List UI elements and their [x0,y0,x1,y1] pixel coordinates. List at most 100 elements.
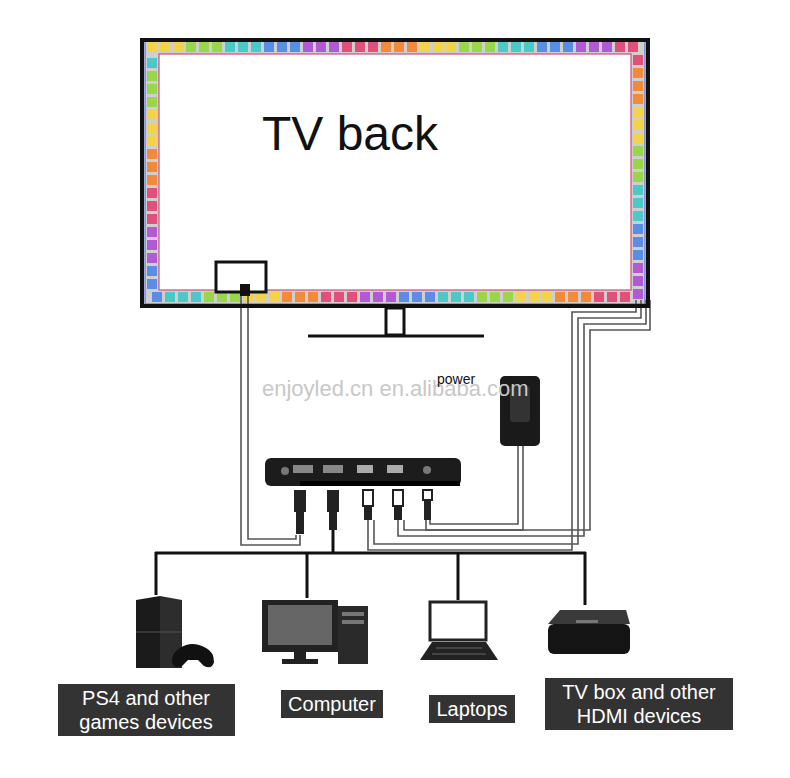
led-chip [563,42,573,52]
led-chip [633,276,643,286]
led-chip [503,292,513,302]
led-chip [173,42,183,52]
tv-stand [308,335,484,338]
led-chip [607,292,617,302]
led-chip [334,292,344,302]
led-chip [542,292,552,302]
port [281,467,289,475]
led-chip [633,211,643,221]
watermark: enjoyled.cn en.alibaba.com [262,376,529,402]
led-chip [308,292,318,302]
led-chip [147,201,157,211]
led-chip [147,253,157,263]
wire [368,300,636,550]
hdmi-sync-box [300,481,460,486]
led-chips [147,42,643,302]
dc-plug [424,500,431,520]
led-chip [355,42,365,52]
led-chip [269,292,279,302]
led-chip [620,292,630,302]
led-chip [373,292,383,302]
led-chip [633,107,643,117]
led-chip [633,198,643,208]
led-chip [147,175,157,185]
led-chip [295,292,305,302]
led-chip [438,292,448,302]
port [387,465,403,473]
hdmi-cable [155,552,586,555]
led-chip [628,42,638,52]
led-chip [602,42,612,52]
led-chip [147,97,157,107]
hdmi-plug [329,512,337,530]
tv-outline: TV back [140,38,650,308]
usb-plug [240,284,250,296]
led-chip [524,42,534,52]
led-chip [212,42,222,52]
hdmi-sync-box [265,458,461,486]
usb-plug [394,506,402,520]
power-label: power [437,371,475,387]
led-chip [633,172,643,182]
led-chip [147,240,157,250]
led-chip [147,188,157,198]
dc-plug [423,490,432,500]
led-chip [615,42,625,52]
device-label: PS4 and other games devices [58,684,235,736]
led-chip [633,68,643,78]
led-chip [485,42,495,52]
device-label: TV box and other HDMI devices [545,678,733,730]
led-chip [399,292,409,302]
led-chip [633,263,643,273]
wire [374,300,641,544]
led-chip [633,289,643,299]
led-chip [147,110,157,120]
hdmi-cable [584,552,587,605]
led-chip [550,42,560,52]
led-chip [147,84,157,94]
tv-label: TV back [262,106,438,161]
usb-plug [363,490,373,506]
usb-plug [393,490,403,506]
led-chip [381,42,391,52]
hdmi-plug [294,490,306,512]
led-chip [407,42,417,52]
hdmi-cable [306,552,309,598]
led-chip [412,292,422,302]
wire [404,300,650,530]
led-chip [204,292,214,302]
hdmi-cable [332,530,335,553]
led-chip [147,42,157,52]
led-chip [446,42,456,52]
led-chip [576,42,586,52]
wire [241,296,300,545]
led-chip [633,237,643,247]
led-chip [147,123,157,133]
led-chip [277,42,287,52]
device-label: Computer [281,690,383,718]
led-chip [633,133,643,143]
led-chip [537,42,547,52]
led-chip [152,292,162,302]
led-chip [633,55,643,65]
desktop-computer [262,600,368,664]
led-chip [238,42,248,52]
tv-stand [386,308,404,335]
led-chip [199,42,209,52]
led-chip [394,42,404,52]
led-chip [147,214,157,224]
wire [248,296,296,539]
device-name: Computer [287,692,377,716]
device-name: PS4 and other games devices [64,686,229,734]
led-chip [147,279,157,289]
led-chip [633,250,643,260]
hdmi-cable [155,552,158,595]
led-chip [321,292,331,302]
led-chip [555,292,565,302]
led-chip [225,42,235,52]
led-chip [633,185,643,195]
tv-box [548,610,630,654]
led-chip [186,42,196,52]
led-chip [147,162,157,172]
port [357,465,373,473]
